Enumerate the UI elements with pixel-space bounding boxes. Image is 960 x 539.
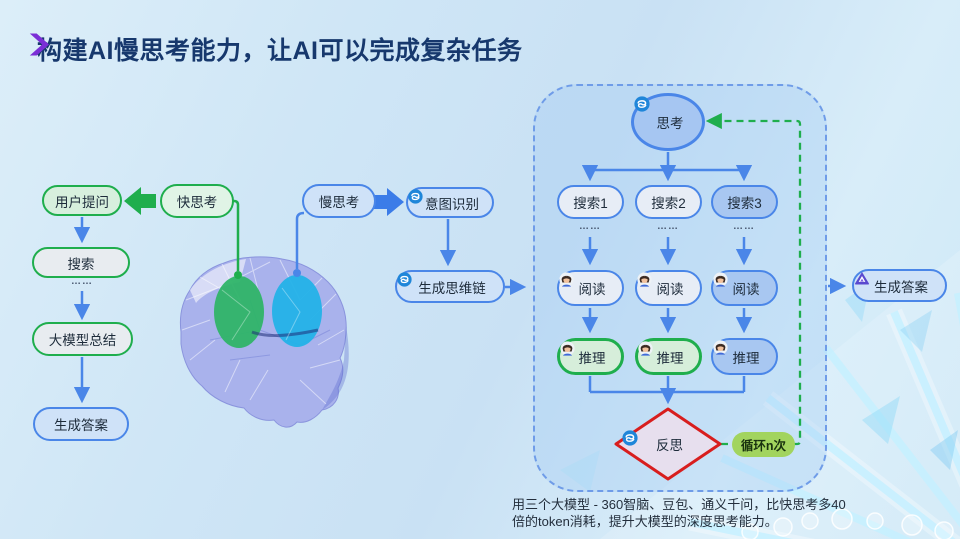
node-label: 搜索3 — [727, 196, 762, 211]
node-label: 用户提问 — [55, 194, 109, 210]
node-search-left: 搜索 — [32, 247, 130, 278]
node-search-3: 搜索3 — [711, 185, 778, 219]
ellipsis-left: …… — [71, 276, 93, 287]
fast-thinking-region — [214, 276, 264, 348]
node-answer-left: 生成答案 — [33, 407, 129, 441]
node-label: 大模型总结 — [48, 333, 117, 348]
node-label: 搜索2 — [651, 196, 686, 211]
loop-badge: 循环n次 — [732, 432, 795, 457]
bubbles — [741, 508, 954, 539]
ellipsis-col3: …… — [733, 221, 755, 232]
node-reflect: 反思 — [622, 430, 714, 458]
node-read-2: 阅读 — [635, 270, 702, 306]
ellipsis-col1: …… — [579, 221, 601, 232]
node-label: 推理 — [656, 350, 684, 366]
node-reason-2: 推理 — [635, 338, 702, 375]
node-label: 意图识别 — [425, 196, 479, 212]
slow-thinking-region — [272, 275, 322, 347]
node-read-3: 阅读 — [711, 270, 778, 306]
node-label: 慢思考 — [318, 195, 360, 210]
node-slow-thinking: 慢思考 — [302, 184, 376, 218]
node-label: 反思 — [656, 438, 683, 453]
node-think: 思考 — [631, 93, 705, 151]
node-label: 生成思维链 — [418, 280, 486, 296]
node-label: 生成答案 — [54, 418, 108, 433]
node-answer-right: 生成答案 — [852, 269, 947, 302]
node-label: 思考 — [656, 116, 684, 131]
slow-block-arrow — [374, 188, 404, 216]
node-user-question: 用户提问 — [42, 185, 122, 216]
node-chain-of-thought: 生成思维链 — [395, 270, 505, 303]
loop-label: 循环n次 — [740, 439, 787, 453]
node-read-1: 阅读 — [557, 270, 624, 306]
node-reason-1: 推理 — [557, 338, 624, 375]
node-label: 推理 — [732, 350, 760, 366]
node-label: 阅读 — [732, 282, 760, 297]
page-title: 构建AI慢思考能力，让AI可以完成复杂任务 — [37, 37, 523, 65]
node-label: 推理 — [578, 350, 606, 366]
node-fast-thinking: 快思考 — [160, 184, 234, 218]
node-label: 快思考 — [176, 195, 218, 210]
node-search-1: 搜索1 — [557, 185, 624, 219]
node-intent: 意图识别 — [406, 187, 494, 218]
caption-text: 用三个大模型 - 360智脑、豆包、通义千问，比快思考多40倍的token消耗，… — [512, 497, 846, 530]
node-search-2: 搜索2 — [635, 185, 702, 219]
node-label: 搜索 — [67, 256, 95, 272]
node-reason-3: 推理 — [711, 338, 778, 375]
node-label: 阅读 — [656, 282, 684, 297]
node-model-summary: 大模型总结 — [32, 322, 133, 356]
node-label: 搜索1 — [573, 196, 608, 211]
node-label: 生成答案 — [874, 279, 928, 295]
node-label: 阅读 — [578, 282, 606, 297]
ellipsis-col2: …… — [657, 221, 679, 232]
fast-block-arrow — [124, 187, 156, 215]
